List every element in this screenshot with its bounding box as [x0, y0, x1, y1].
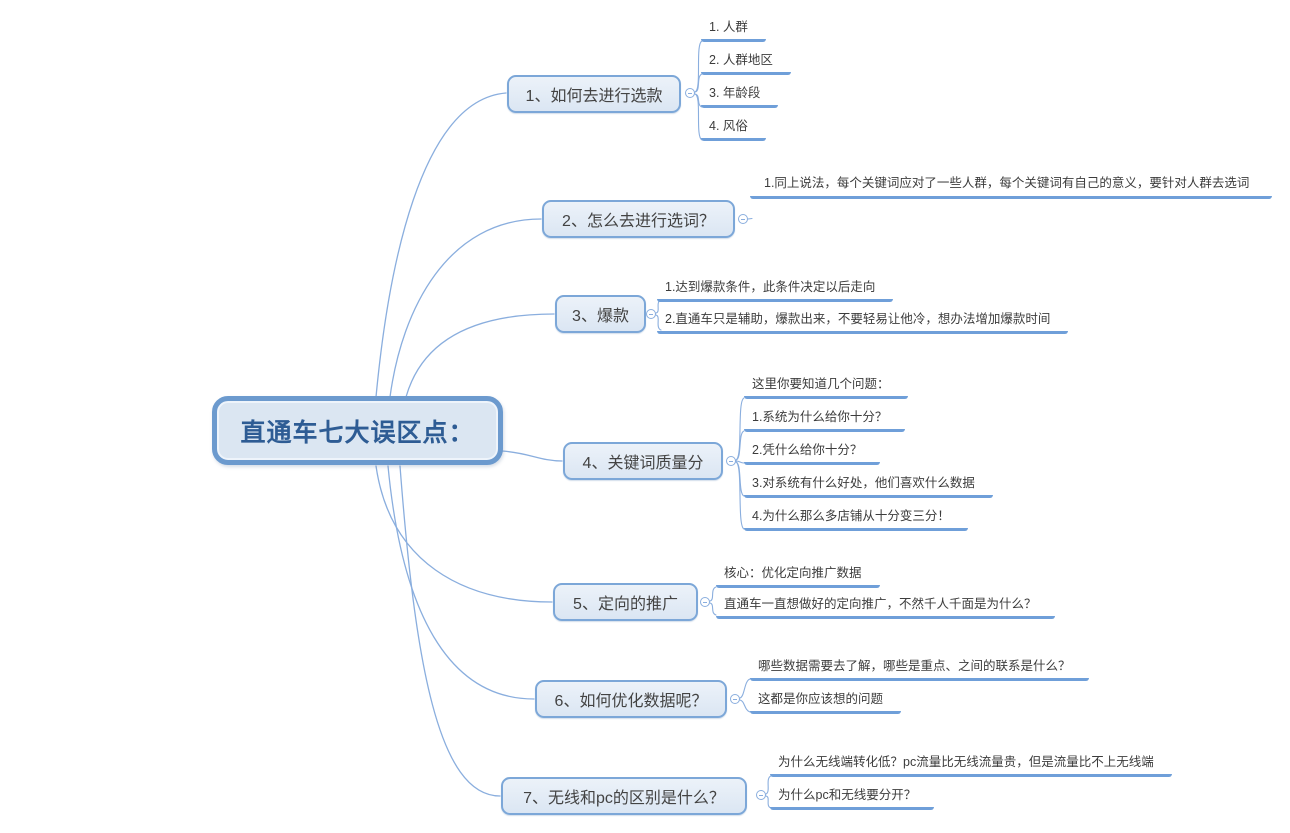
- subtopic-3-2[interactable]: 2.直通车只是辅助，爆款出来，不要轻易让他冷，想办法增加爆款时间: [657, 311, 1069, 334]
- subtopic-4-4[interactable]: 3.对系统有什么好处，他们喜欢什么数据: [744, 475, 993, 498]
- subtopic-2-1[interactable]: 1.同上说法，每个关键词应对了一些人群，每个关键词有自己的意义，要针对人群去选词: [750, 174, 1272, 199]
- subtopic-1-2[interactable]: 2. 人群地区: [701, 52, 791, 75]
- subtopic-4-5[interactable]: 4.为什么那么多店铺从十分变三分！: [744, 508, 968, 531]
- branch-topic-2[interactable]: 2、怎么去进行选词？: [542, 200, 735, 238]
- branch-topic-6[interactable]: 6、如何优化数据呢？: [535, 680, 727, 718]
- collapse-toggle-icon-2[interactable]: [738, 214, 748, 224]
- branch-topic-5[interactable]: 5、定向的推广: [553, 583, 698, 621]
- subtopic-6-2[interactable]: 这都是你应该想的问题: [750, 691, 902, 714]
- subtopic-1-4[interactable]: 4. 风俗: [701, 118, 766, 141]
- subtopic-1-3[interactable]: 3. 年龄段: [701, 85, 779, 108]
- collapse-toggle-icon-5[interactable]: [700, 597, 710, 607]
- subtopic-5-2[interactable]: 直通车一直想做好的定向推广，不然千人千面是为什么？: [716, 596, 1055, 619]
- branch-topic-4[interactable]: 4、关键词质量分: [563, 442, 723, 480]
- collapse-toggle-icon-6[interactable]: [730, 694, 740, 704]
- subtopic-4-3[interactable]: 2.凭什么给你十分？: [744, 442, 881, 465]
- subtopic-4-2[interactable]: 1.系统为什么给你十分？: [744, 409, 906, 432]
- collapse-toggle-icon-1[interactable]: [685, 88, 695, 98]
- collapse-toggle-icon-3[interactable]: [646, 309, 656, 319]
- subtopic-7-2[interactable]: 为什么pc和无线要分开？: [770, 787, 935, 810]
- subtopic-5-1[interactable]: 核心：优化定向推广数据: [716, 565, 880, 588]
- subtopic-6-1[interactable]: 哪些数据需要去了解，哪些是重点、之间的联系是什么？: [750, 658, 1089, 681]
- branch-topic-1[interactable]: 1、如何去进行选款: [507, 75, 681, 113]
- collapse-toggle-icon-4[interactable]: [726, 456, 736, 466]
- subtopic-7-1[interactable]: 为什么无线端转化低？pc流量比无线流量贵，但是流量比不上无线端: [770, 754, 1172, 777]
- branch-topic-7[interactable]: 7、无线和pc的区别是什么？: [501, 777, 747, 815]
- central-topic[interactable]: 直通车七大误区点：: [212, 396, 503, 465]
- branch-topic-3[interactable]: 3、爆款: [555, 295, 646, 333]
- subtopic-3-1[interactable]: 1.达到爆款条件，此条件决定以后走向: [657, 279, 894, 302]
- subtopic-1-1[interactable]: 1. 人群: [701, 19, 766, 42]
- subtopic-4-1[interactable]: 这里你要知道几个问题：: [744, 376, 908, 399]
- collapse-toggle-icon-7[interactable]: [756, 790, 766, 800]
